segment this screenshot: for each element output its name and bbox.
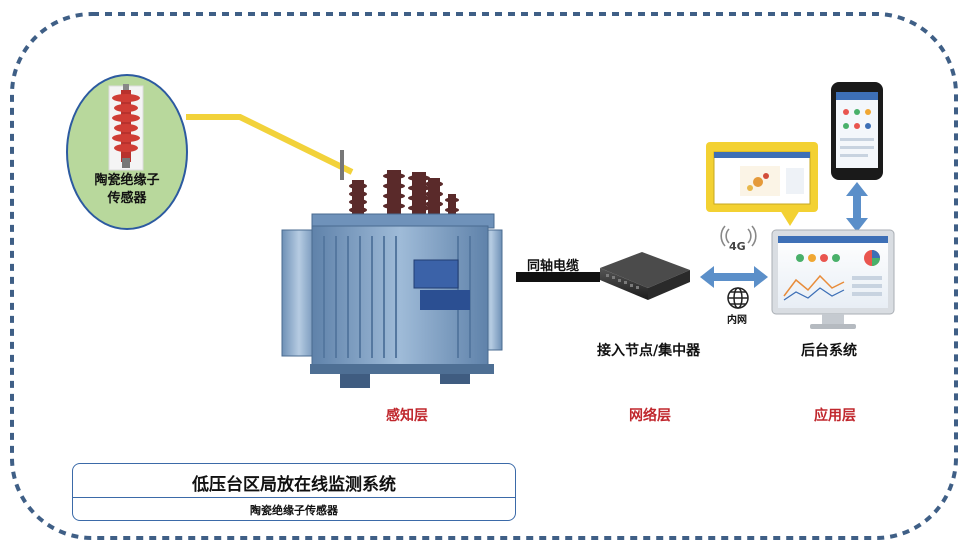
diagram-subtitle: 陶瓷绝缘子传感器: [250, 504, 338, 517]
gateway-concentrator-icon: [600, 252, 690, 300]
coaxial-cable-label: 同轴电缆: [527, 259, 580, 274]
layer-application-label: 应用层: [814, 408, 856, 424]
network-intranet-label: 内网: [727, 315, 747, 326]
sensor-callout-line2: 传感器: [107, 191, 147, 206]
backend-label: 后台系统: [801, 343, 857, 359]
layer-sensing-label: 感知层: [386, 408, 428, 424]
mobile-phone-icon: [831, 82, 883, 180]
intranet-globe-icon: [727, 287, 749, 309]
ceramic-insulator-icon: [108, 84, 144, 171]
sensor-connector-line: [186, 114, 354, 175]
desktop-monitor-icon: [771, 229, 895, 329]
diagram-title: 低压台区局放在线监测系统: [192, 475, 396, 495]
transformer-icon: [281, 150, 503, 388]
network-4g-label: 4G: [729, 240, 746, 253]
phone-backend-arrow: [846, 182, 868, 232]
gateway-label: 接入节点/集中器: [597, 343, 701, 359]
sensor-callout-label: 陶瓷绝缘子 传感器: [72, 172, 182, 208]
title-box: 低压台区局放在线监测系统 陶瓷绝缘子传感器: [72, 463, 516, 521]
monitoring-screen-callout: [706, 142, 818, 226]
layer-network-label: 网络层: [629, 408, 671, 424]
gateway-backend-arrow: [700, 266, 768, 288]
sensor-callout-line1: 陶瓷绝缘子: [94, 173, 160, 188]
title-divider: [73, 497, 515, 498]
wireless-4g-icon: [720, 225, 757, 247]
coaxial-cable: [516, 272, 600, 282]
outer-dashed-border: [10, 12, 958, 540]
